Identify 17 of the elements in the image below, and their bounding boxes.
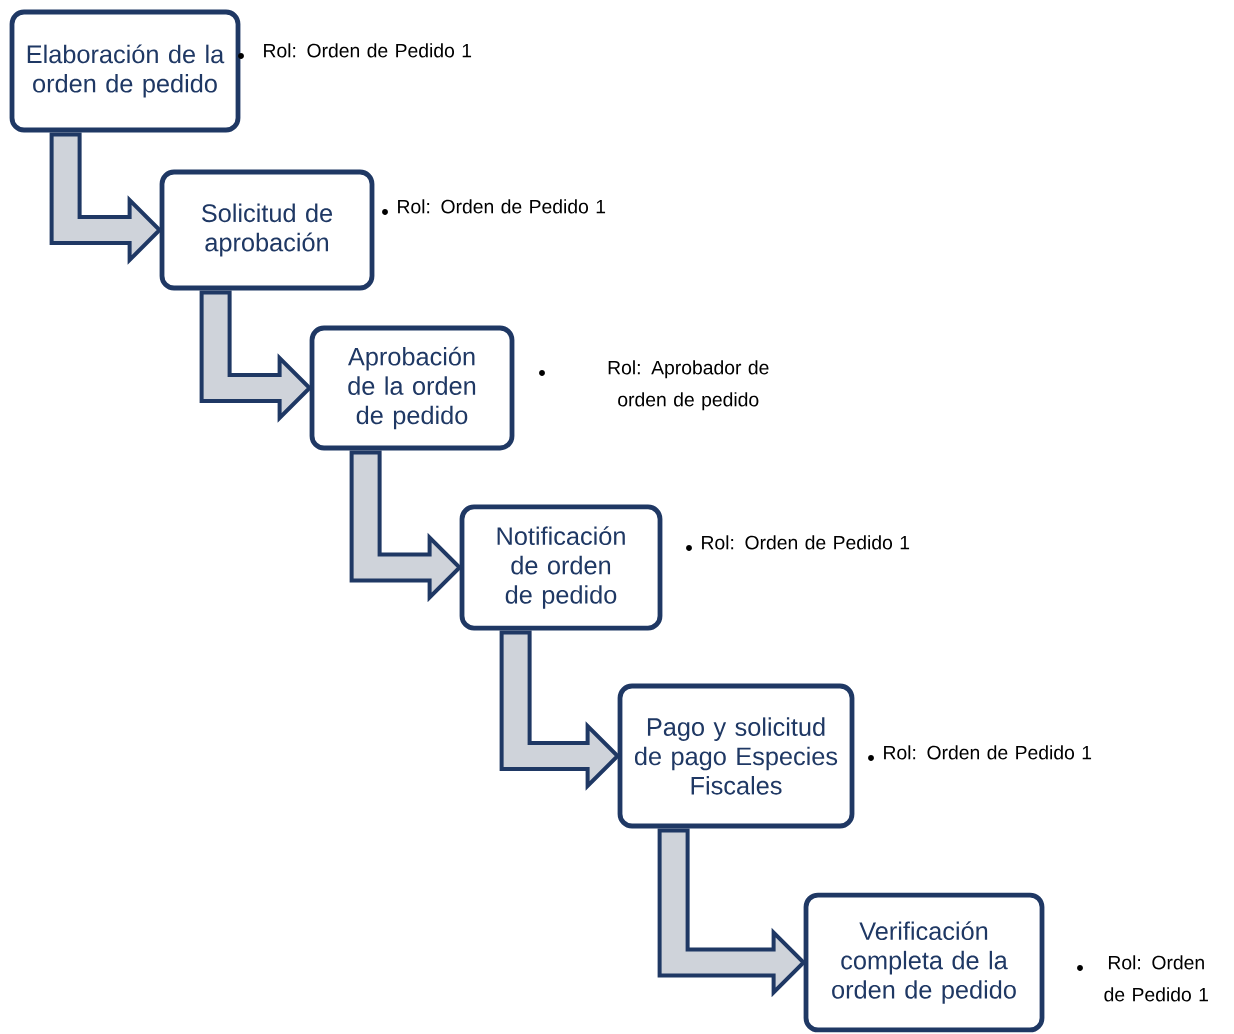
role-text: Rol: Orden de Pedido 1 <box>398 199 606 214</box>
block-arrow <box>349 450 463 603</box>
process-box: Solicitud de aprobación <box>159 169 375 291</box>
process-box: Verificación completa de la orden de pedido <box>803 892 1045 1033</box>
block-arrow <box>49 132 163 265</box>
role-text: Rol: Orden de Pedido 1 <box>702 535 910 550</box>
process-box: Elaboración de la orden de pedido <box>9 9 241 133</box>
block-arrow <box>657 828 807 998</box>
process-box: Notificación de orden de pedido <box>459 504 663 631</box>
process-box: Aprobación de la orden de pedido <box>309 325 515 451</box>
block-arrow <box>199 290 313 423</box>
process-box: Pago y solicitud de pago Especies Fiscales <box>617 683 855 829</box>
role-text: Rol: Orden de Pedido 1 <box>264 43 472 58</box>
role-text: Rol: Orden de Pedido 1 <box>884 745 1092 760</box>
role-text: Rol: Aprobador de orden de pedido <box>608 360 769 411</box>
block-arrow <box>499 630 621 791</box>
role-text: Rol: Orden de Pedido 1 <box>1104 955 1208 1002</box>
